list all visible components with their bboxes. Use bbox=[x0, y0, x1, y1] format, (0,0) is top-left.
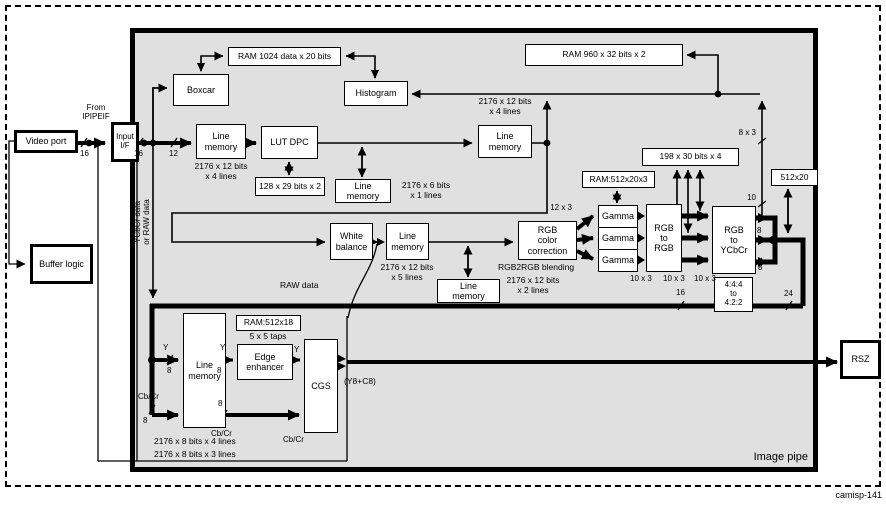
raw-data-label: RAW data bbox=[280, 280, 319, 290]
ycbcr-or-raw-label: YCbCr data or RAW data bbox=[133, 199, 152, 245]
ram-128-block: 128 x 29 bits x 2 bbox=[255, 177, 325, 196]
sig-y-in: Y bbox=[163, 343, 169, 352]
buffer-logic-block: Buffer logic bbox=[30, 244, 93, 284]
image-pipe-container bbox=[130, 28, 818, 472]
ram-1024-block: RAM 1024 data x 20 bits bbox=[228, 47, 341, 66]
bus-10x3-c: 10 x 3 bbox=[694, 274, 716, 283]
bus-8-b: 8 bbox=[758, 263, 763, 272]
line-memory-small-block: Line memory bbox=[335, 179, 391, 203]
conv-444-422-block: 4:4:4 to 4:2:2 bbox=[714, 277, 753, 312]
boxcar-block: Boxcar bbox=[173, 74, 229, 106]
cgs-block: CGS bbox=[304, 339, 338, 433]
bus-y8-in: 8 bbox=[167, 366, 172, 375]
edge-enhancer-block: Edge enhancer bbox=[237, 344, 293, 380]
histogram-block: Histogram bbox=[344, 81, 408, 106]
gamma-b-block: Gamma bbox=[598, 249, 638, 272]
bus-y8-mid: 8 bbox=[217, 366, 222, 375]
rsz-block: RSZ bbox=[840, 340, 881, 379]
white-balance-block: White balance bbox=[330, 223, 373, 260]
gamma-g-block: Gamma bbox=[598, 227, 638, 250]
lut-dpc-block: LUT DPC bbox=[261, 126, 318, 159]
bus-c8-mid: 8 bbox=[218, 399, 223, 408]
line-memory-dpc-in-block: Line memory bbox=[196, 124, 246, 159]
bus-10x3-a: 10 x 3 bbox=[630, 274, 652, 283]
junction-dots bbox=[85, 90, 777, 364]
mem-y-size-label: 2176 x 8 bits x 4 lines bbox=[154, 436, 236, 446]
bus-10x3-b: 10 x 3 bbox=[663, 274, 685, 283]
line-memory-cfa-block: Line memory bbox=[437, 279, 500, 303]
bus-12: 12 bbox=[169, 149, 178, 158]
ram-198-block: 198 x 30 bits x 4 bbox=[642, 148, 739, 166]
taps-label: 5 x 5 taps bbox=[249, 331, 287, 341]
video-port-block: Video port bbox=[14, 130, 78, 153]
outer-dashed-border bbox=[5, 5, 881, 487]
sig-cbcr-cgs: Cb/Cr bbox=[283, 435, 304, 444]
y8c8-label: (Y8+C8) bbox=[344, 376, 376, 386]
sig-cbcr-mid: Cb/Cr bbox=[211, 429, 232, 438]
bus-10: 10 bbox=[747, 193, 756, 202]
figure-caption: camisp-141 bbox=[835, 490, 882, 500]
mem-cc-size-label: 2176 x 12 bits x 2 lines bbox=[506, 275, 560, 295]
ram-512x18-block: RAM:512x18 bbox=[236, 315, 301, 331]
mem-wb-size-label: 2176 x 12 bits x 5 lines bbox=[380, 262, 434, 282]
ram-960-block: RAM 960 x 32 bits x 2 bbox=[525, 44, 683, 66]
rgb-to-ycbcr-block: RGB to YCbCr bbox=[712, 206, 756, 274]
mem-nf-size-label: 2176 x 12 bits x 4 lines bbox=[478, 96, 532, 116]
bus-8x3: 8 x 3 bbox=[738, 128, 756, 137]
wires bbox=[8, 50, 838, 462]
sig-y-ee: Y bbox=[294, 345, 300, 354]
rgb-color-correction-block: RGB color correction bbox=[518, 221, 577, 260]
mem-small-size-label: 2176 x 6 bits x 1 lines bbox=[401, 180, 451, 200]
input-if-block: Input I/F bbox=[111, 122, 139, 162]
bus-c8-in: 8 bbox=[143, 416, 148, 425]
rgb-to-rgb-block: RGB to RGB bbox=[646, 204, 682, 272]
mem-dpc-size-label: 2176 x 12 bits x 4 lines bbox=[194, 161, 248, 181]
line-memory-wb-block: Line memory bbox=[386, 223, 429, 260]
bus-vp-16: 16 bbox=[80, 149, 89, 158]
line-memory-ycc-block: Line memory bbox=[183, 313, 226, 428]
gamma-r-block: Gamma bbox=[598, 205, 638, 228]
bus-12x3: 12 x 3 bbox=[550, 203, 572, 212]
arrowheads bbox=[197, 63, 768, 371]
rgb2rgb-blending-label: RGB2RGB blending bbox=[498, 262, 575, 272]
bus-if-16: 16 bbox=[134, 149, 143, 158]
bus-8-a: 8 bbox=[757, 226, 762, 235]
bus-24: 24 bbox=[784, 289, 793, 298]
bus-16-out: 16 bbox=[676, 288, 685, 297]
from-ipipeif-label: From IPIPEIF bbox=[82, 103, 110, 122]
sig-y-mid: Y bbox=[220, 343, 226, 352]
image-pipe-label: Image pipe bbox=[753, 451, 808, 463]
mem-c-size-label: 2176 x 8 bits x 3 lines bbox=[154, 449, 236, 459]
sig-cbcr-in: Cb/Cr bbox=[138, 392, 159, 401]
ram-512x20-block: 512x20 bbox=[771, 169, 818, 186]
line-memory-nf-block: Line memory bbox=[478, 125, 532, 158]
ram-gamma-block: RAM:512x20x3 bbox=[582, 171, 655, 188]
